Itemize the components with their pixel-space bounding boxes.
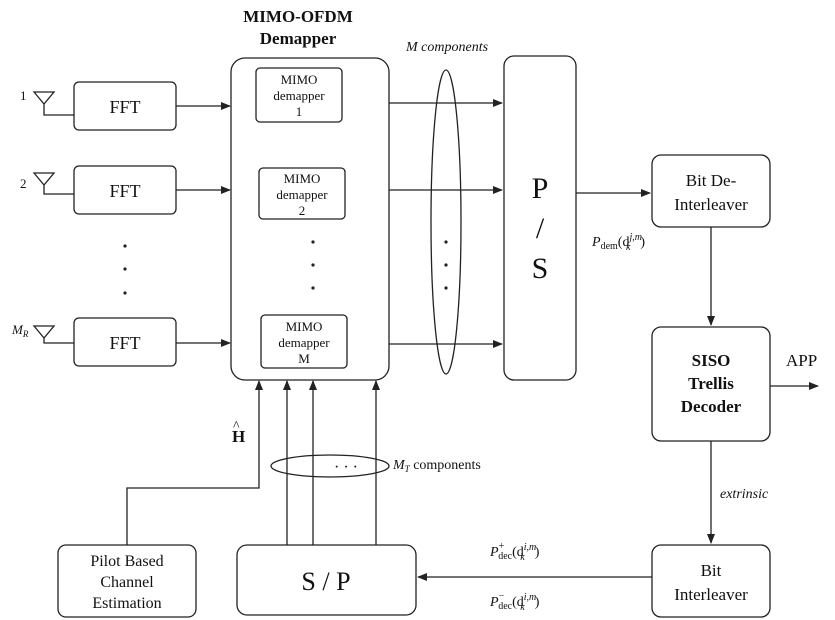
m-components-dots: [444, 240, 448, 290]
ps-label-slash: /: [536, 212, 545, 245]
fft-box-mr: [73, 317, 177, 367]
bit-interleaver-box: [651, 544, 771, 618]
sp-label: S / P: [301, 567, 350, 596]
parallel-to-serial-box: [503, 55, 577, 381]
mimo-demapper-m-line2: demapper: [278, 335, 330, 350]
serial-to-parallel-box: [236, 544, 417, 616]
fft-label-mr: FFT: [109, 333, 140, 353]
antenna-mr-label: MR: [11, 322, 29, 339]
antenna-2-icon: [32, 172, 74, 195]
mimo-demapper-2-line1: MIMO: [284, 171, 321, 186]
mimo-demapper-1-line2: demapper: [273, 88, 325, 103]
m-components-label: M components: [405, 40, 489, 55]
mt-components-dots: · · ·: [334, 459, 358, 476]
mimo-demapper-m-id: M: [298, 351, 310, 366]
siso-line3: Decoder: [681, 397, 742, 416]
antenna-1-icon: [32, 91, 74, 116]
mimo-demapper-1-id: 1: [296, 104, 303, 119]
siso-line1: SISO: [692, 351, 731, 370]
mimo-demapper-2-box: [258, 167, 346, 220]
mimo-demapper-2-line2: demapper: [276, 187, 328, 202]
mimo-demapper-1-box: [255, 67, 343, 123]
channel-estimate-arrow: [126, 380, 263, 545]
m-components-ellipse: [430, 69, 462, 375]
app-label: APP: [786, 351, 817, 370]
antenna-mr-icon: [32, 325, 74, 344]
pilot-line2: Channel: [100, 574, 154, 591]
pilot-line1: Pilot Based: [90, 553, 163, 570]
antenna-2-label: 2: [20, 176, 27, 191]
h-hat-label: H: [232, 427, 245, 446]
mimo-demapper-1-line1: MIMO: [281, 72, 318, 87]
bit-deinterleaver-line2: Interleaver: [674, 195, 748, 214]
mt-components-ellipse: [270, 454, 390, 478]
mimo-demapper-2-id: 2: [299, 203, 306, 218]
demapper-title-line2: Demapper: [260, 29, 337, 48]
antenna-1-label: 1: [20, 88, 27, 103]
fft-label-1: FFT: [109, 97, 140, 117]
fft-label-2: FFT: [109, 181, 140, 201]
mimo-demapper-m-box: [260, 314, 348, 369]
siso-line2: Trellis: [688, 374, 734, 393]
h-hat-accent: ^: [233, 419, 240, 434]
demapper-vertical-dots: [311, 240, 315, 290]
fft-vertical-dots: [123, 244, 127, 295]
bit-interleaver-line1: Bit: [701, 561, 722, 580]
mt-components-label: MT components: [392, 458, 481, 474]
bit-interleaver-line2: Interleaver: [674, 585, 748, 604]
ps-label-p: P: [532, 172, 549, 205]
bit-deinterleaver-box: [651, 154, 771, 228]
demapper-title-line1: MIMO-OFDM: [243, 7, 353, 26]
pilot-line3: Estimation: [92, 595, 161, 612]
ps-label-s: S: [532, 252, 549, 285]
bit-deinterleaver-line1: Bit De-: [686, 171, 737, 190]
mimo-demapper-m-line1: MIMO: [286, 319, 323, 334]
extrinsic-label: extrinsic: [720, 487, 769, 502]
